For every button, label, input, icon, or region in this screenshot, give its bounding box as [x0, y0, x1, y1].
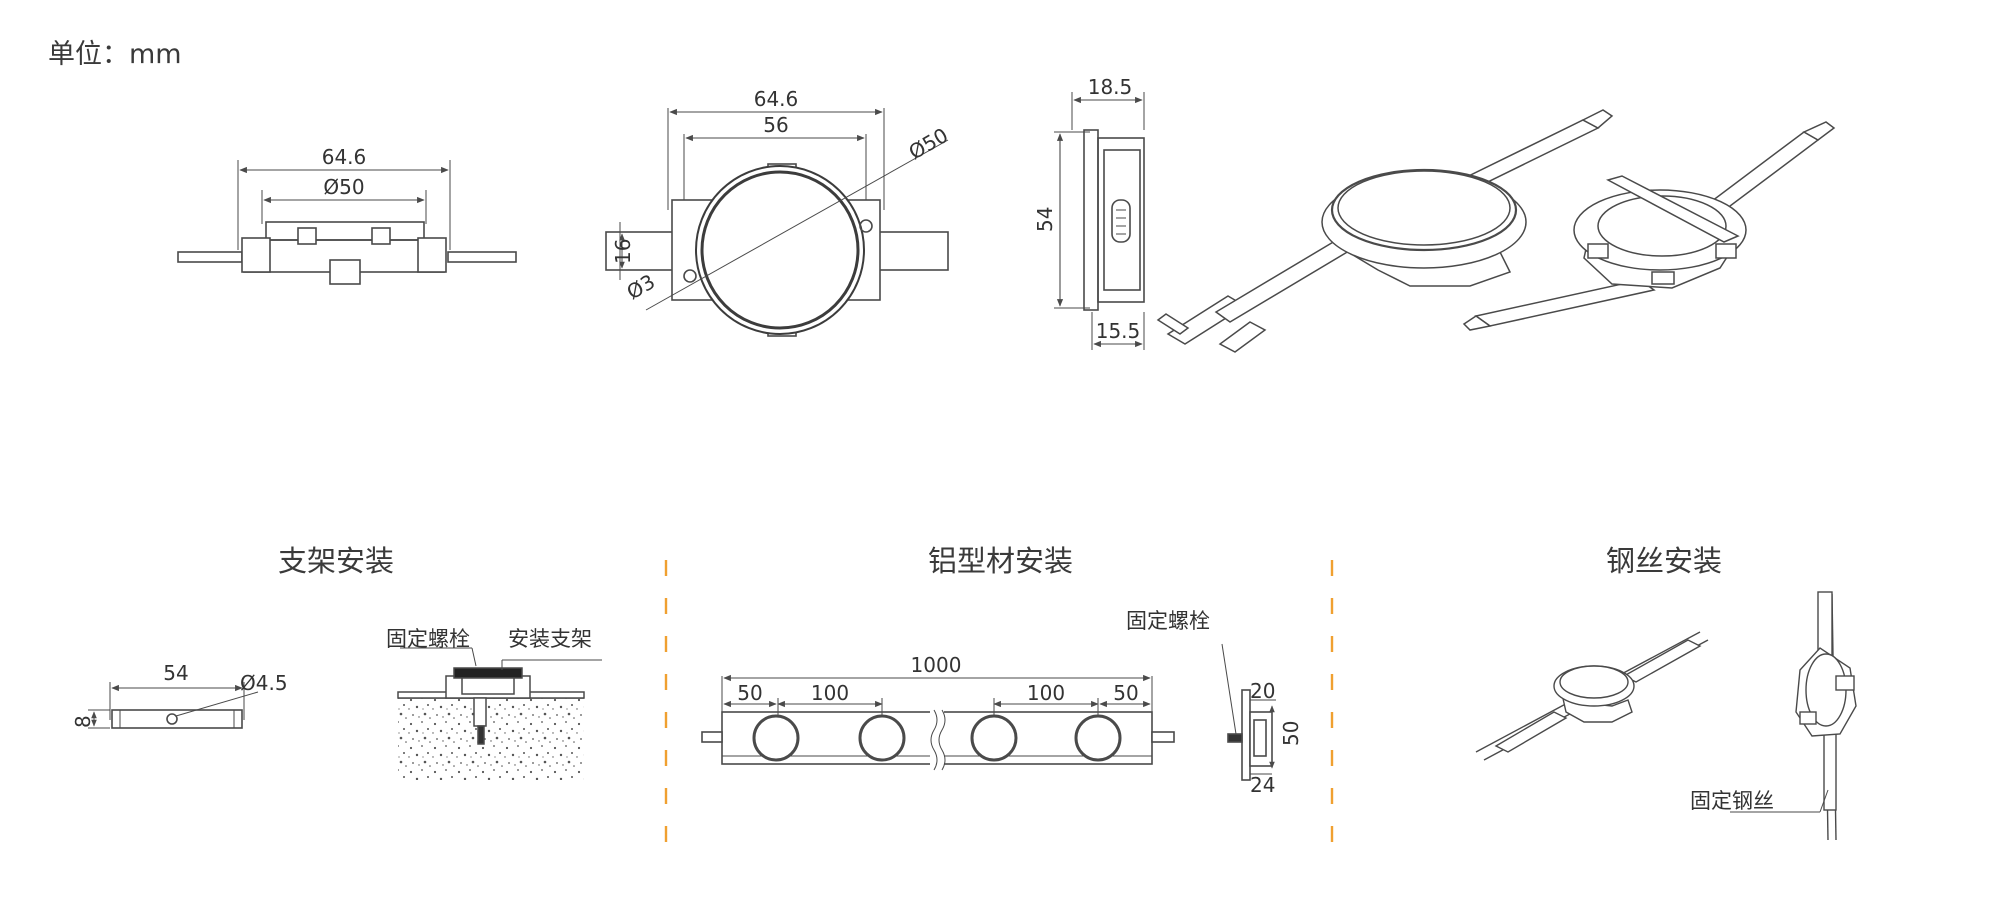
side-lens-dim: Ø50 — [323, 175, 364, 199]
profile-length-dim: 1000 — [911, 653, 962, 677]
profile-height-dim: 54 — [1033, 207, 1057, 232]
section-separators — [664, 560, 1334, 846]
profile-install — [701, 643, 1276, 781]
side-view — [177, 160, 517, 285]
profile-bolt-label: 固定螺栓 — [1126, 609, 1210, 633]
front-view — [605, 108, 949, 337]
bracket-bolt-label: 固定螺栓 — [386, 627, 470, 651]
front-height-dim: 16 — [611, 239, 635, 264]
unit-label: 单位：mm — [48, 39, 182, 70]
wire-install — [1475, 591, 1857, 841]
bracket-hole-dim: Ø4.5 — [240, 671, 288, 695]
front-width-dim: 64.6 — [754, 87, 799, 111]
profile-seg1-dim: 50 — [737, 681, 762, 705]
front-hole-dim: Ø3 — [623, 269, 660, 304]
profile-end-depth-dim: 24 — [1250, 773, 1275, 797]
bracket-support-label: 安装支架 — [508, 627, 592, 651]
section-title-wire: 钢丝安装 — [1606, 544, 1723, 578]
profile-seg2-dim: 100 — [811, 681, 849, 705]
profile-end-width-dim: 20 — [1250, 679, 1275, 703]
section-title-profile: 铝型材安装 — [928, 544, 1074, 578]
bracket-length-dim: 54 — [163, 661, 188, 685]
isometric-views — [1156, 109, 1836, 353]
section-title-bracket: 支架安装 — [278, 544, 395, 578]
front-inner-dim: 56 — [763, 113, 788, 137]
bracket-detail — [88, 682, 259, 729]
profile-end-height-dim: 50 — [1279, 721, 1303, 746]
profile-view — [1054, 92, 1145, 350]
profile-seg4-dim: 50 — [1113, 681, 1138, 705]
profile-top-dim: 18.5 — [1088, 75, 1133, 99]
wire-label: 固定钢丝 — [1690, 789, 1774, 813]
bracket-install — [397, 647, 602, 780]
front-lens-dim: Ø50 — [905, 123, 953, 164]
bracket-height-dim: 8 — [71, 715, 95, 728]
profile-bottom-dim: 15.5 — [1096, 319, 1141, 343]
side-width-dim: 64.6 — [322, 145, 367, 169]
profile-seg3-dim: 100 — [1027, 681, 1065, 705]
